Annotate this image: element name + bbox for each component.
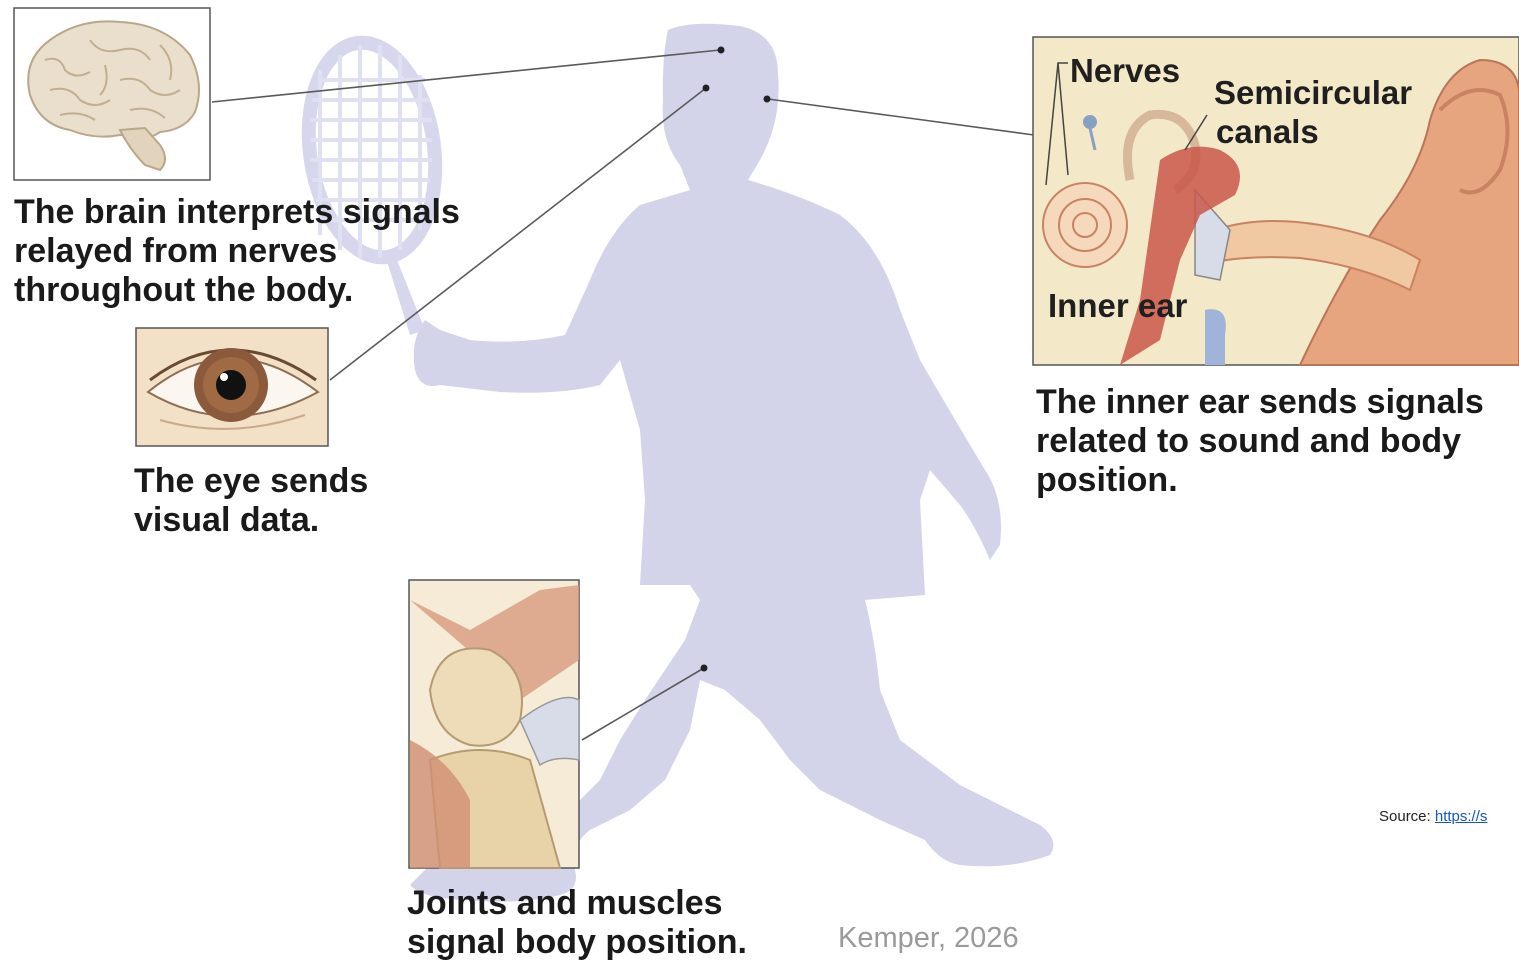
ear-label-inner-ear: Inner ear: [1048, 287, 1188, 324]
joint-caption-line: Joints and muscles: [407, 884, 747, 923]
ear-caption: The inner ear sends signals related to s…: [1036, 383, 1484, 500]
author-credit: Kemper, 2026: [838, 922, 1019, 955]
brain-caption: The brain interprets signals relayed fro…: [14, 193, 460, 310]
knee-inset: [409, 580, 579, 868]
ear-label-nerves: Nerves: [1070, 52, 1180, 89]
joint-caption: Joints and muscles signal body position.: [407, 884, 747, 962]
joint-caption-line: signal body position.: [407, 923, 747, 962]
eye-caption-line: The eye sends: [134, 462, 368, 501]
source-prefix: Source:: [1379, 808, 1435, 825]
ear-caption-line: The inner ear sends signals: [1036, 383, 1484, 422]
ear-label-semicircular-line1: Semicircular: [1214, 74, 1412, 111]
ear-inset: Nerves Semicircular canals Inner ear: [1033, 37, 1519, 365]
ear-caption-line: related to sound and body: [1036, 422, 1484, 461]
eye-inset: [136, 328, 328, 446]
eye-caption-line: visual data.: [134, 501, 368, 540]
ear-label-semicircular-line2: canals: [1216, 113, 1319, 150]
brain-caption-line: relayed from nerves: [14, 232, 460, 271]
brain-inset: [14, 8, 210, 180]
ear-caption-line: position.: [1036, 461, 1484, 500]
brain-caption-line: throughout the body.: [14, 271, 460, 310]
source-link[interactable]: https://s: [1435, 808, 1488, 825]
eye-caption: The eye sends visual data.: [134, 462, 368, 540]
source-citation: Source: https://s: [1379, 808, 1487, 825]
brain-caption-line: The brain interprets signals: [14, 193, 460, 232]
